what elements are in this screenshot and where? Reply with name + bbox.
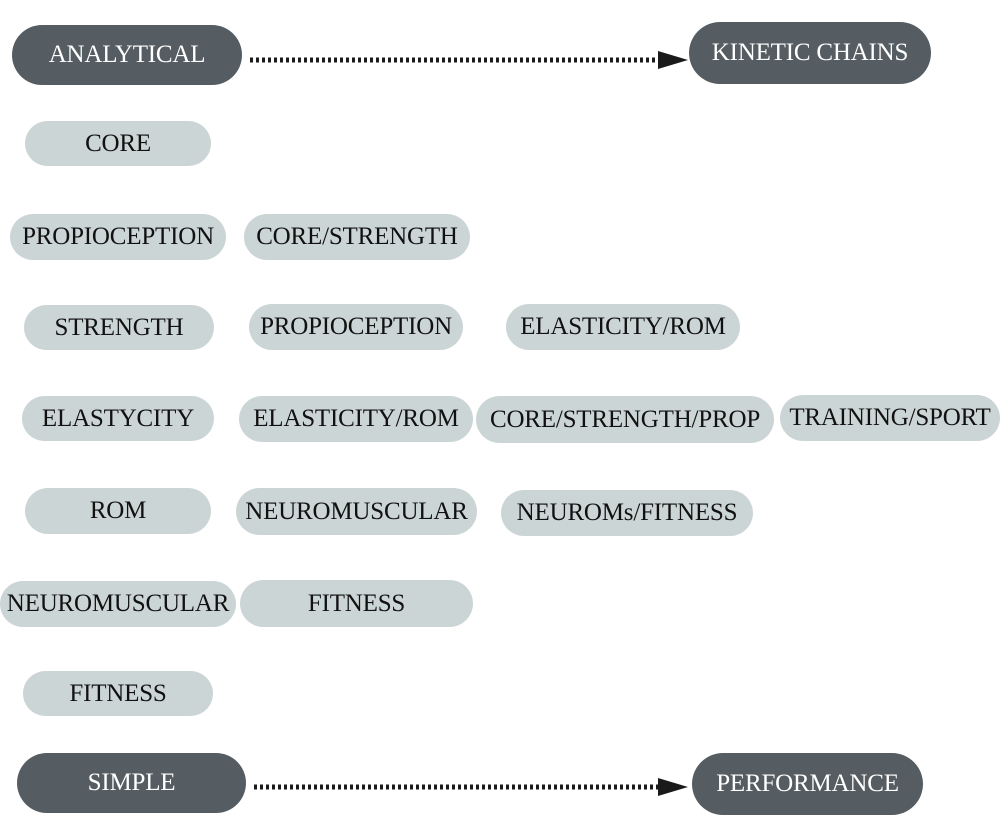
kinetic-chains-node: KINETIC CHAINS [689,22,931,84]
col2-fitness: FITNESS [240,580,473,627]
col3-elasticity-rom: ELASTICITY/ROM [506,304,740,350]
col1-strength: STRENGTH [24,305,214,350]
col2-neuromuscular: NEUROMUSCULAR [236,488,477,535]
simple-node: SIMPLE [17,753,246,813]
kinetic-chains-label: KINETIC CHAINS [711,39,909,66]
performance-label: PERFORMANCE [716,770,899,797]
col3-neuroms-fitness: NEUROMs/FITNESS [501,490,753,536]
col4-training-sport: TRAINING/SPORT [780,395,1000,441]
analytical-node: ANALYTICAL [12,25,242,85]
col1-rom: ROM [25,488,211,534]
analytical-label: ANALYTICAL [48,41,206,68]
simple-label: SIMPLE [87,769,176,796]
col1-elastycity: ELASTYCITY [22,396,214,441]
col2-core-strength: CORE/STRENGTH [244,214,470,260]
top-dotted-arrow [250,51,688,69]
col1-fitness: FITNESS [23,671,213,716]
col1-core: CORE [25,121,211,166]
col2-elasticity-rom: ELASTICITY/ROM [239,396,473,442]
col1-propioception: PROPIOCEPTION [10,214,226,260]
col2-propioception: PROPIOCEPTION [249,304,463,350]
col3-core-strength-prop: CORE/STRENGTH/PROP [476,396,774,443]
bottom-dotted-arrow [254,778,688,796]
col1-neuromuscular: NEUROMUSCULAR [0,581,236,627]
performance-node: PERFORMANCE [692,753,923,815]
